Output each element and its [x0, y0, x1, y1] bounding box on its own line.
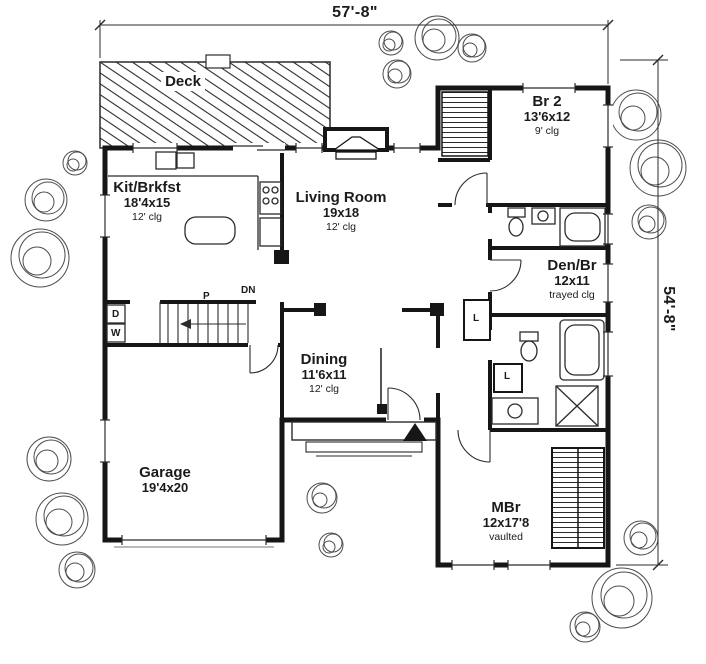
kitchen-fixtures	[108, 151, 282, 250]
stairs-down-arrow	[180, 319, 191, 329]
bath-linen-label: L	[504, 371, 511, 382]
deck-planter	[205, 54, 231, 69]
kitchen-sink	[155, 151, 177, 170]
dining-name: Dining	[300, 351, 348, 368]
bath-sink	[537, 210, 549, 222]
room-label-garage: Garage 19'4x20	[114, 464, 216, 496]
br2-ceiling: 9' clg	[534, 125, 560, 138]
kitchen-island	[184, 216, 236, 245]
refrigerator	[259, 217, 282, 247]
mbr-name: MBr	[491, 499, 521, 516]
toilet	[508, 217, 524, 237]
master-toilet	[520, 340, 538, 362]
deck-surface	[99, 54, 331, 149]
kitchen-name: Kit/Brkfst	[113, 179, 181, 196]
mbr-size: 12x17'8	[482, 515, 530, 531]
fireplace	[323, 127, 389, 160]
master-bath-fixtures	[491, 319, 605, 427]
den-size: 12x11	[554, 273, 590, 289]
dimension-width-label: 57'-8"	[332, 4, 378, 21]
entry-marker	[403, 423, 427, 441]
room-label-den: Den/Br 12x11 trayed clg	[522, 257, 622, 301]
room-label-kitchen: Kit/Brkfst 18'4x15 12' clg	[92, 179, 202, 223]
hall-bath-fixtures	[507, 207, 606, 247]
kitchen-size: 18'4x15	[123, 195, 171, 211]
room-label-living: Living Room 19x18 12' clg	[284, 189, 398, 233]
closets	[441, 91, 605, 549]
room-label-dining: Dining 11'6x11 12' clg	[277, 351, 371, 395]
garage-name: Garage	[139, 464, 191, 481]
shower	[555, 385, 599, 427]
bath-linen-closet	[493, 363, 523, 393]
dimension-lines	[94, 19, 668, 571]
trees	[10, 15, 687, 643]
dining-size: 11'6x11	[301, 367, 347, 383]
room-label-mbr: MBr 12x17'8 vaulted	[457, 499, 555, 543]
washer-box	[106, 323, 126, 343]
kitchen-column	[274, 250, 289, 264]
br2-name: Br 2	[532, 93, 562, 110]
dining-ceiling: 12' clg	[308, 383, 340, 396]
garage-size: 19'4x20	[141, 480, 189, 496]
room-label-br2: Br 2 13'6x12 9' clg	[500, 93, 594, 137]
range	[259, 181, 282, 215]
kitchen-ceiling: 12' clg	[131, 211, 163, 224]
hall-linen-closet	[463, 299, 491, 341]
hall-linen-label: L	[473, 313, 480, 324]
living-size: 19x18	[322, 205, 360, 221]
br2-closet	[441, 91, 489, 157]
wall-openings	[248, 200, 495, 425]
vanity	[491, 397, 539, 425]
deck-name: Deck	[161, 72, 205, 91]
living-ceiling: 12' clg	[325, 221, 357, 234]
doors	[249, 172, 522, 463]
living-name: Living Room	[295, 189, 387, 206]
den-ceiling: trayed clg	[549, 289, 595, 302]
entry-porch	[291, 421, 437, 457]
mbr-ceiling: vaulted	[489, 531, 523, 544]
room-label-deck: Deck	[150, 72, 216, 91]
den-name: Den/Br	[547, 257, 597, 274]
bathtub	[559, 207, 606, 247]
master-tub	[559, 319, 605, 381]
washer-label: W	[111, 328, 121, 339]
structural-posts	[314, 303, 444, 414]
pantry-label: P	[203, 291, 210, 302]
laundry-appliances	[106, 304, 126, 343]
dryer-label: D	[112, 309, 120, 320]
br2-size: 13'6x12	[523, 109, 571, 125]
dimension-depth-label: 54'-8"	[660, 286, 677, 332]
dryer-box	[106, 304, 126, 324]
stairs	[159, 302, 249, 345]
deck-slider-gap	[233, 143, 285, 153]
windows	[100, 83, 613, 570]
stairs-down-label: DN	[241, 285, 256, 296]
